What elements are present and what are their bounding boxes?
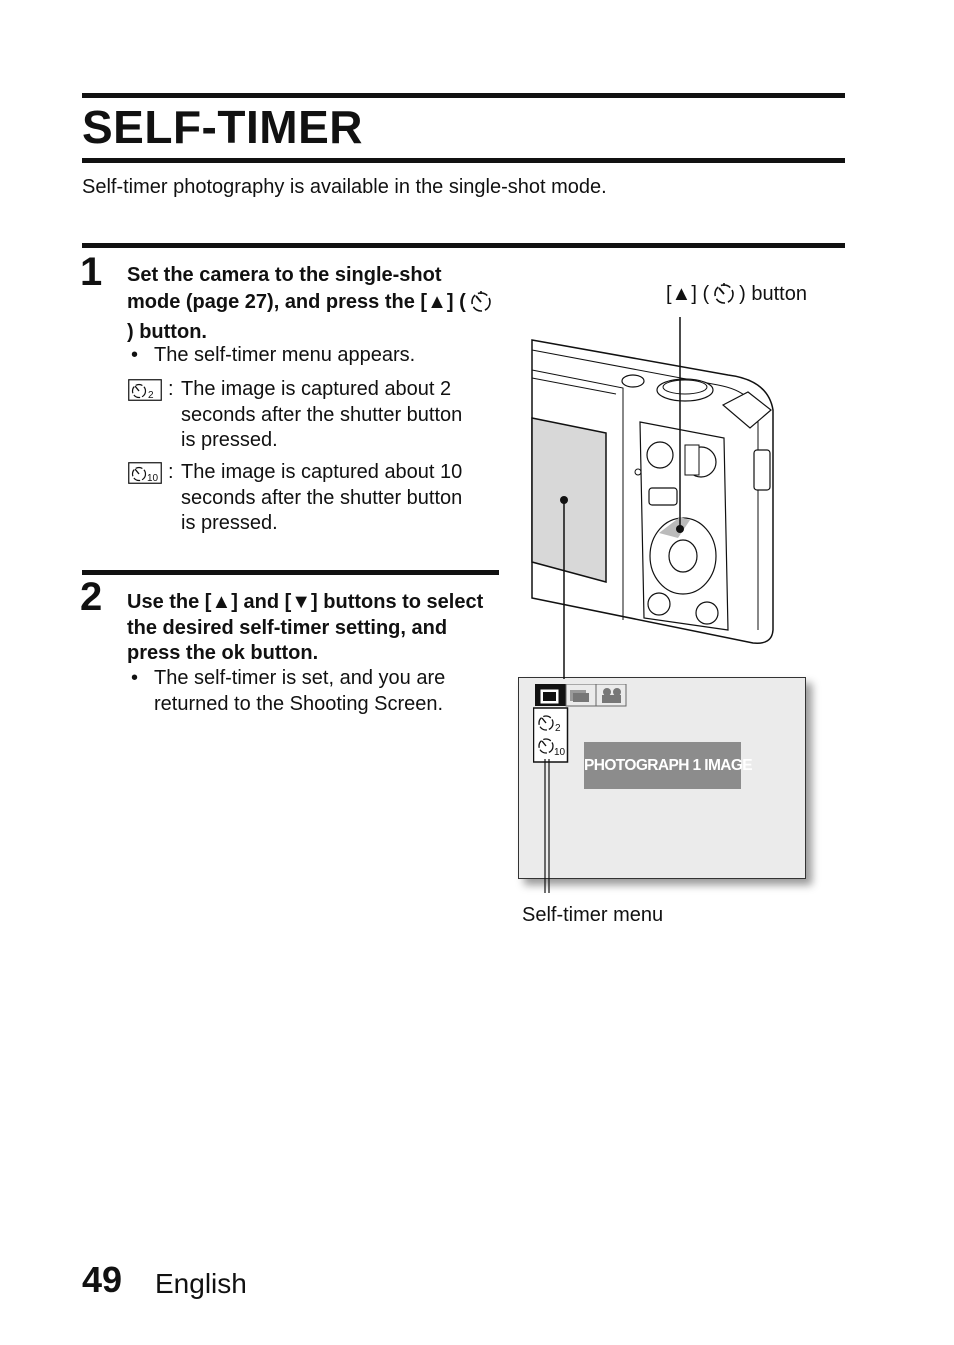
step2-number: 2: [80, 575, 103, 619]
step1-instruction-part-b: ) button.: [127, 321, 207, 343]
step1-bullet: • The self-timer menu appears.: [131, 343, 494, 369]
bullet-dot: •: [131, 667, 139, 689]
button-callout-part-a: [▲] (: [666, 283, 710, 305]
bullet-dot: •: [131, 344, 139, 366]
self-timer-menu-label: Self-timer menu: [522, 904, 664, 926]
lcd-screen: 2 10 PHOTOGRAPH 1 IMAGE: [518, 677, 806, 879]
page-number: 49: [82, 1259, 123, 1300]
camera-illustration: [531, 339, 774, 644]
lcd-banner: PHOTOGRAPH 1 IMAGE: [584, 742, 753, 789]
self-timer-10-description: The image is captured about 10 seconds a…: [181, 461, 463, 534]
step1-rule: [82, 243, 845, 248]
intro-text: Self-timer photography is available in t…: [82, 176, 607, 198]
option-colon: :: [168, 461, 174, 483]
step1-instruction: Set the camera to the single-shot mode (…: [127, 263, 497, 346]
step1-instruction-part-a: Set the camera to the single-shot mode (…: [127, 264, 466, 313]
step1-number: 1: [80, 250, 103, 294]
self-timer-icon: [468, 289, 494, 321]
page-title: SELF-TIMER: [82, 101, 363, 153]
title-underline: [82, 158, 845, 163]
self-timer-10-subscript: 10: [147, 473, 159, 484]
lcd-timer-10-label: 10: [554, 747, 566, 758]
step2-instruction: Use the [▲] and [▼] buttons to select th…: [127, 591, 484, 664]
top-rule: [82, 93, 845, 98]
option-colon: :: [168, 378, 174, 400]
self-timer-2-subscript: 2: [148, 390, 154, 401]
self-timer-2-icon: 2: [128, 379, 162, 401]
lcd-timer-2-label: 2: [555, 723, 561, 734]
button-callout-label: [▲] ( ) button: [666, 281, 807, 312]
self-timer-10-icon: 10: [128, 462, 162, 484]
step2-bullet-text: The self-timer is set, and you are retur…: [154, 667, 446, 715]
self-timer-2-description: The image is captured about 2 seconds af…: [181, 378, 463, 451]
step1-bullet-text: The self-timer menu appears.: [154, 344, 416, 366]
self-timer-icon: [711, 281, 737, 312]
step2-rule: [82, 570, 499, 575]
step2-bullet: • The self-timer is set, and you are ret…: [131, 666, 494, 717]
lcd-mode-icons: 2 10: [533, 684, 627, 763]
button-callout-part-b: ) button: [739, 283, 807, 305]
page-language: English: [155, 1268, 247, 1299]
